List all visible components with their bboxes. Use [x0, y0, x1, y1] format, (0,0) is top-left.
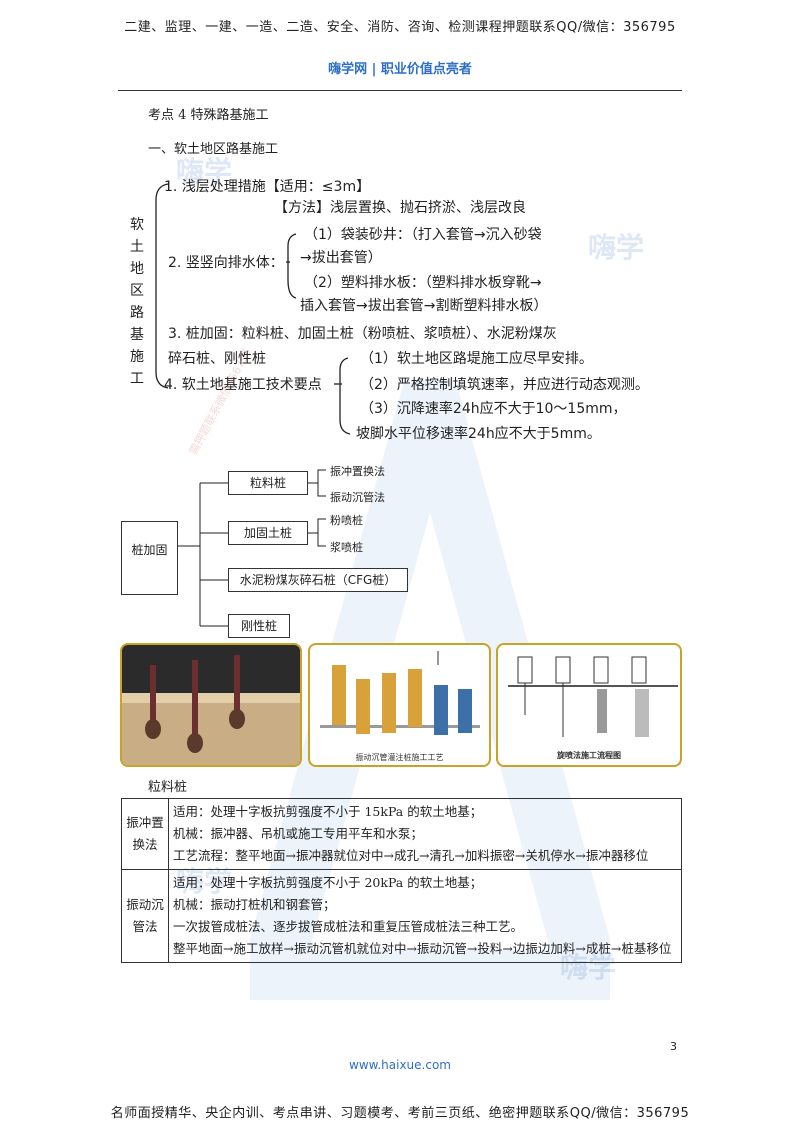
root-char: 地 — [130, 261, 144, 277]
method-name: 振冲置换法 — [121, 798, 169, 870]
root-char: 路 — [130, 305, 144, 321]
method-line: 机械：振动打桩机和钢套管； — [173, 897, 336, 912]
photo-granular-pile-render — [120, 643, 302, 767]
method-line: 适用：处理十字板抗剪强度不小于 20kPa 的软土地基； — [173, 875, 483, 890]
method-line: 工艺流程：整平地面→振冲器就位对中→成孔→清孔→加料振密→关机停水→振冲器移位 — [173, 848, 649, 863]
tree-branch-soil-pile: 加固土桩 — [228, 521, 308, 545]
table-row: 振冲置换法 适用：处理十字板抗剪强度不小于 15kPa 的软土地基； 机械：振冲… — [121, 798, 682, 870]
mindmap-item-3-cont: 碎石桩、刚性桩 — [168, 351, 266, 367]
root-char: 区 — [130, 283, 144, 299]
mindmap-item-1-method: 【方法】浅层置换、抛石挤淤、浅层改良 — [274, 200, 526, 216]
photo-caption: 旋喷法施工流程图 — [557, 751, 621, 760]
mindmap-item-3: 3. 桩加固：粒料桩、加固土桩（粉喷桩、浆喷桩）、水泥粉煤灰 — [168, 326, 557, 342]
top-promo-text: 二建、监理、一建、一造、二造、安全、消防、咨询、检测课程押题联系QQ/微信：35… — [124, 20, 676, 35]
root-char: 工 — [130, 371, 144, 387]
mindmap-item-2-sub-2-cont: 插入套管→拔出套管→割断塑料排水板） — [300, 298, 548, 314]
tree-branch-cfg-pile: 水泥粉煤灰碎石桩（CFG桩） — [228, 568, 408, 592]
brand-slogan: 嗨学网 | 职业价值点亮者 — [328, 62, 472, 77]
watermark-logo: 嗨学 — [176, 155, 233, 188]
tree-leaf: 振冲置换法 — [330, 465, 385, 478]
mindmap-brackets — [155, 183, 351, 435]
method-line: 整平地面→施工放样→振动沉管机就位对中→振动沉管→投料→边振边加料→成桩→桩基移… — [173, 941, 672, 956]
mindmap-item-4-sub-1: （1）软土地区路堤施工应尽早安排。 — [360, 351, 593, 367]
page-number: 3 — [670, 1040, 677, 1053]
photo-caption: 振动沉管灌注桩施工工艺 — [355, 753, 444, 762]
table-row: 振动沉管法 适用：处理十字板抗剪强度不小于 20kPa 的软土地基； 机械：振动… — [121, 869, 682, 963]
method-line: 适用：处理十字板抗剪强度不小于 15kPa 的软土地基； — [173, 804, 483, 819]
tree-leaf: 浆喷桩 — [330, 541, 363, 554]
tree-branch-rigid-pile: 刚性桩 — [228, 614, 290, 638]
bottom-promo-text: 名师面授精华、央企内训、考点串讲、习题模考、考前三页纸、绝密押题联系QQ/微信：… — [110, 1106, 690, 1121]
watermark-logo: 嗨学 — [588, 231, 645, 264]
tree-root: 桩加固 — [121, 521, 178, 595]
pile-render-image — [122, 645, 300, 765]
photo-vibro-sinking-process: 振动沉管灌注桩施工工艺 — [308, 643, 491, 767]
granular-pile-methods-table: 振冲置换法 适用：处理十字板抗剪强度不小于 15kPa 的软土地基； 机械：振冲… — [121, 798, 682, 963]
mindmap-item-1: 1. 浅层处理措施【适用：≤3m】 — [164, 179, 371, 195]
vibro-process-image — [320, 651, 480, 735]
section-title: 一、软土地区路基施工 — [148, 142, 279, 157]
method-details: 适用：处理十字板抗剪强度不小于 20kPa 的软土地基； 机械：振动打桩机和钢套… — [168, 869, 682, 963]
tree-connectors — [178, 469, 326, 627]
tree-branch-granular-pile: 粒料桩 — [228, 471, 308, 495]
mindmap-item-4: 4. 软土地基施工技术要点 — [164, 377, 322, 393]
mindmap-item-4-sub-2: （2）严格控制填筑速率，并应进行动态观测。 — [360, 377, 649, 393]
mindmap-item-2: 2. 竖竖向排水体： — [168, 255, 284, 271]
mindmap-item-4-sub-4: 坡脚水平位移速率24h应不大于5mm。 — [356, 426, 601, 442]
root-char: 基 — [130, 327, 144, 343]
tree-leaf: 粉喷桩 — [330, 514, 363, 527]
site-link[interactable]: www.haixue.com — [349, 1058, 451, 1072]
root-char: 软 — [130, 217, 144, 233]
method-line: 一次拔管成桩法、逐步拔管成桩法和重复压管成桩法三种工艺。 — [173, 919, 524, 934]
mindmap-item-2-sub-1: （1）袋装砂井：（打入套管→沉入砂袋 — [304, 227, 542, 243]
table-caption: 粒料桩 — [148, 780, 188, 795]
mindmap-item-2-sub-2: （2）塑料排水板：（塑料排水板穿靴→ — [304, 275, 542, 291]
tree-leaf: 振动沉管法 — [330, 491, 385, 504]
photo-jet-grouting-flow: 旋喷法施工流程图 — [496, 643, 682, 767]
point-title: 考点 4 特殊路基施工 — [148, 108, 269, 123]
header-divider — [118, 90, 682, 91]
method-details: 适用：处理十字板抗剪强度不小于 15kPa 的软土地基； 机械：振冲器、吊机或施… — [168, 798, 682, 870]
root-char: 土 — [130, 239, 144, 255]
method-line: 机械：振冲器、吊机或施工专用平车和水泵； — [173, 826, 424, 841]
jet-grouting-image — [508, 656, 678, 737]
mindmap-item-2-sub-1-cont: →拔出套管） — [300, 250, 382, 266]
mindmap-item-4-sub-3: （3）沉降速率24h应不大于10～15mm， — [360, 401, 627, 417]
root-char: 施 — [130, 349, 144, 365]
method-name: 振动沉管法 — [121, 869, 169, 963]
